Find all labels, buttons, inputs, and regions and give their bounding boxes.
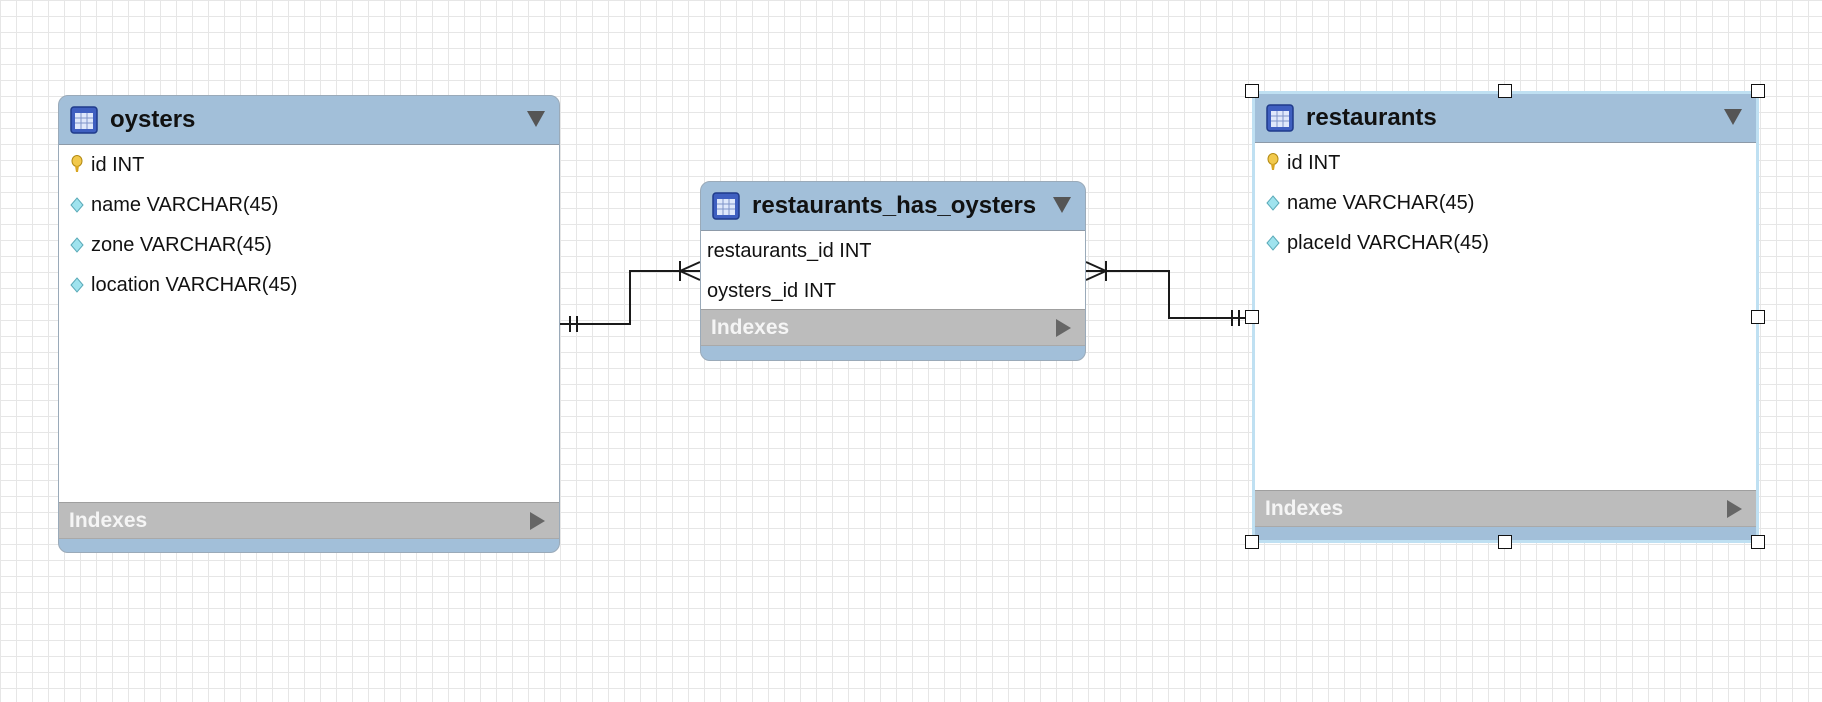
collapse-arrow-icon[interactable] xyxy=(1724,109,1742,125)
expand-arrow-icon[interactable] xyxy=(1727,500,1742,518)
column-diamond-icon xyxy=(1266,195,1280,211)
expand-arrow-icon[interactable] xyxy=(530,512,545,530)
column-diamond-icon xyxy=(70,237,84,253)
resize-handle-left[interactable] xyxy=(1245,310,1259,324)
relationship-restaurants-junction xyxy=(1086,270,1252,319)
column-label: name VARCHAR(45) xyxy=(91,193,279,216)
resize-handle-top-right[interactable] xyxy=(1751,84,1765,98)
column-row[interactable]: placeId VARCHAR(45) xyxy=(1255,223,1756,263)
column-row[interactable]: id INT xyxy=(1255,143,1756,183)
entity-title: restaurants xyxy=(1306,104,1437,131)
entity-restaurants[interactable]: restaurants id INT name VARCHAR(45) plac… xyxy=(1252,91,1759,543)
relationship-oysters-junction xyxy=(560,270,700,325)
column-label: location VARCHAR(45) xyxy=(91,273,298,296)
entity-header[interactable]: restaurants_has_oysters xyxy=(701,182,1085,230)
indexes-bar[interactable]: Indexes xyxy=(701,310,1085,346)
table-icon xyxy=(712,192,740,220)
expand-arrow-icon[interactable] xyxy=(1056,319,1071,337)
entity-header[interactable]: oysters xyxy=(59,96,559,144)
column-label: restaurants_id INT xyxy=(707,239,872,262)
resize-handle-top[interactable] xyxy=(1498,84,1512,98)
column-list: id INT name VARCHAR(45) zone VARCHAR(45)… xyxy=(59,144,559,503)
primary-key-icon xyxy=(71,155,83,172)
entity-title: restaurants_has_oysters xyxy=(752,192,1037,219)
resize-handle-bottom[interactable] xyxy=(1498,535,1512,549)
resize-handle-top-left[interactable] xyxy=(1245,84,1259,98)
indexes-label: Indexes xyxy=(1265,496,1344,520)
column-row[interactable]: oysters_id INT xyxy=(701,271,1085,311)
indexes-bar[interactable]: Indexes xyxy=(59,503,559,539)
column-list: restaurants_id INT oysters_id INT xyxy=(701,230,1085,310)
column-row[interactable]: id INT xyxy=(59,145,559,185)
table-icon xyxy=(1266,104,1294,132)
column-diamond-icon xyxy=(70,197,84,213)
column-label: placeId VARCHAR(45) xyxy=(1287,231,1489,254)
column-label: zone VARCHAR(45) xyxy=(91,233,272,256)
indexes-label: Indexes xyxy=(711,315,790,339)
entity-header[interactable]: restaurants xyxy=(1255,94,1756,142)
indexes-label: Indexes xyxy=(69,508,148,532)
entity-title: oysters xyxy=(110,106,196,133)
table-icon xyxy=(70,106,98,134)
column-row[interactable]: restaurants_id INT xyxy=(701,231,1085,271)
resize-handle-right[interactable] xyxy=(1751,310,1765,324)
column-label: oysters_id INT xyxy=(707,279,836,302)
entity-restaurants-has-oysters[interactable]: restaurants_has_oysters restaurants_id I… xyxy=(700,181,1086,361)
indexes-bar[interactable]: Indexes xyxy=(1255,491,1756,527)
resize-handle-bottom-right[interactable] xyxy=(1751,535,1765,549)
collapse-arrow-icon[interactable] xyxy=(1053,197,1071,213)
column-row[interactable]: location VARCHAR(45) xyxy=(59,265,559,305)
resize-handle-bottom-left[interactable] xyxy=(1245,535,1259,549)
primary-key-icon xyxy=(1267,153,1279,170)
column-row[interactable]: name VARCHAR(45) xyxy=(59,185,559,225)
column-label: name VARCHAR(45) xyxy=(1287,191,1475,214)
column-row[interactable]: zone VARCHAR(45) xyxy=(59,225,559,265)
collapse-arrow-icon[interactable] xyxy=(527,111,545,127)
column-label: id INT xyxy=(1287,151,1341,174)
column-diamond-icon xyxy=(1266,235,1280,251)
entity-oysters[interactable]: oysters id INT name VARCHAR(45) zone VAR… xyxy=(58,95,560,553)
column-list: id INT name VARCHAR(45) placeId VARCHAR(… xyxy=(1255,142,1756,491)
column-label: id INT xyxy=(91,153,145,176)
column-diamond-icon xyxy=(70,277,84,293)
column-row[interactable]: name VARCHAR(45) xyxy=(1255,183,1756,223)
